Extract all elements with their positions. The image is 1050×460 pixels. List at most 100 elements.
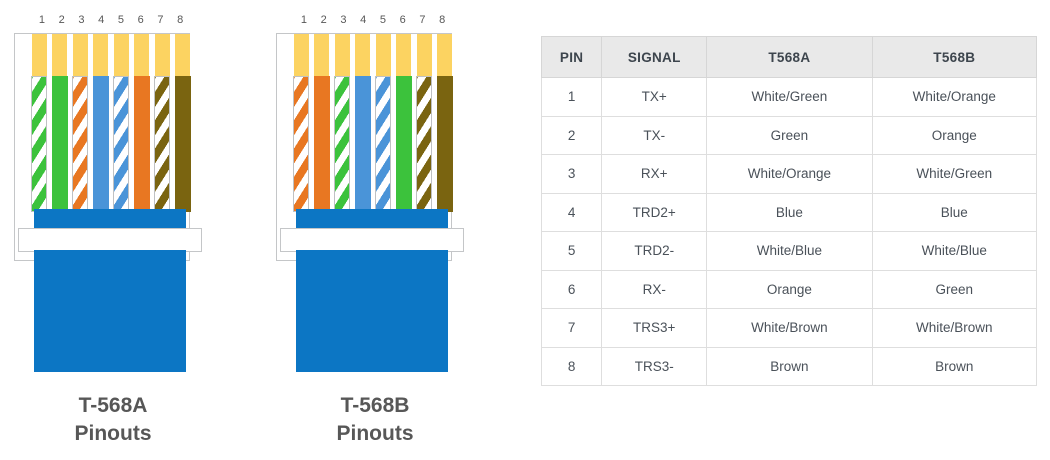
wire-pin-5-white-blue: [113, 76, 130, 212]
pin-number-7: 7: [419, 14, 426, 26]
caption-line-1: T-568B: [340, 394, 410, 417]
table-cell-pin-1: 1: [540, 77, 603, 117]
wire-pin-3-white-orange: [72, 76, 89, 212]
table-col-header-signal: SIGNAL: [601, 36, 708, 78]
wire-pin-8-brown: [436, 76, 453, 212]
gold-pin-8: [436, 34, 452, 78]
pin-number-5: 5: [379, 14, 386, 26]
pin-number-6: 6: [137, 14, 144, 26]
connector-body-top-t568a: [34, 209, 186, 231]
caption-line-1: T-568A: [78, 394, 148, 417]
pin-number-6: 6: [399, 14, 406, 26]
wire-pin-3-white-green: [334, 76, 351, 212]
wire-pin-2-orange: [313, 76, 330, 212]
gold-contact-pins-t568b: [294, 34, 452, 78]
table-cell-signal-4: TRD2+: [601, 192, 708, 232]
table-cell-t568b-6: Green: [871, 269, 1038, 309]
table-cell-t568a-6: Orange: [706, 269, 873, 309]
pin-number-8: 8: [439, 14, 446, 26]
table-cell-t568b-1: White/Orange: [871, 77, 1038, 117]
pin-number-5: 5: [117, 14, 124, 26]
gold-contact-pins-t568a: [32, 34, 190, 78]
connector-body-top-t568b: [296, 209, 448, 231]
connector-body-main-t568a: [34, 250, 186, 372]
wire-group-t568b: [293, 76, 453, 212]
gold-pin-3: [72, 34, 88, 78]
pin-number-4: 4: [98, 14, 105, 26]
gold-pin-4: [355, 34, 371, 78]
table-cell-t568b-5: White/Blue: [871, 231, 1038, 271]
wire-pin-4-blue: [92, 76, 109, 212]
gold-pin-3: [334, 34, 350, 78]
pin-number-1: 1: [300, 14, 307, 26]
table-cell-t568b-4: Blue: [871, 192, 1038, 232]
gold-pin-8: [174, 34, 190, 78]
table-cell-pin-8: 8: [540, 346, 603, 386]
connector-body-band-t568a: [18, 228, 202, 252]
gold-pin-4: [93, 34, 109, 78]
gold-pin-1: [32, 34, 47, 78]
table-cell-t568b-3: White/Green: [871, 154, 1038, 194]
table-cell-t568a-1: White/Green: [706, 77, 873, 117]
table-col-header-pin: PIN: [540, 36, 603, 78]
connector-body-main-t568b: [296, 250, 448, 372]
gold-pin-2: [314, 34, 330, 78]
table-col-header-t568b: T568B: [871, 36, 1038, 78]
table-cell-signal-2: TX-: [601, 115, 708, 155]
wire-pin-8-brown: [174, 76, 191, 212]
pin-number-3: 3: [340, 14, 347, 26]
table-cell-t568a-3: White/Orange: [706, 154, 873, 194]
table-cell-t568a-5: White/Blue: [706, 231, 873, 271]
pin-number-2: 2: [58, 14, 65, 26]
gold-pin-7: [154, 34, 170, 78]
table-cell-signal-3: RX+: [601, 154, 708, 194]
table-cell-signal-5: TRD2-: [601, 231, 708, 271]
table-cell-signal-6: RX-: [601, 269, 708, 309]
table-cell-pin-3: 3: [540, 154, 603, 194]
pin-number-3: 3: [78, 14, 85, 26]
pin-number-2: 2: [320, 14, 327, 26]
wire-group-t568a: [31, 76, 191, 212]
wire-pin-4-blue: [354, 76, 371, 212]
table-cell-signal-8: TRS3-: [601, 346, 708, 386]
table-cell-t568a-7: White/Brown: [706, 308, 873, 348]
gold-pin-2: [52, 34, 68, 78]
wire-pin-7-white-brown: [154, 76, 171, 212]
pin-number-7: 7: [157, 14, 164, 26]
gold-pin-1: [294, 34, 309, 78]
pin-number-4: 4: [360, 14, 367, 26]
table-cell-t568a-2: Green: [706, 115, 873, 155]
gold-pin-5: [375, 34, 391, 78]
gold-pin-6: [134, 34, 150, 78]
wire-pin-2-green: [51, 76, 68, 212]
table-cell-t568b-7: White/Brown: [871, 308, 1038, 348]
table-cell-pin-7: 7: [540, 308, 603, 348]
gold-pin-7: [416, 34, 432, 78]
table-col-header-t568a: T568A: [706, 36, 873, 78]
table-cell-t568b-2: Orange: [871, 115, 1038, 155]
connector-caption-t568b: T-568B Pinouts: [262, 392, 488, 448]
pin-number-8: 8: [177, 14, 184, 26]
table-cell-pin-2: 2: [540, 115, 603, 155]
pin-number-1: 1: [38, 14, 45, 26]
table-cell-pin-5: 5: [540, 231, 603, 271]
connector-body-band-t568b: [280, 228, 464, 252]
wire-pin-7-white-brown: [416, 76, 433, 212]
table-cell-t568a-8: Brown: [706, 346, 873, 386]
gold-pin-6: [396, 34, 412, 78]
caption-line-2: Pinouts: [74, 421, 152, 445]
